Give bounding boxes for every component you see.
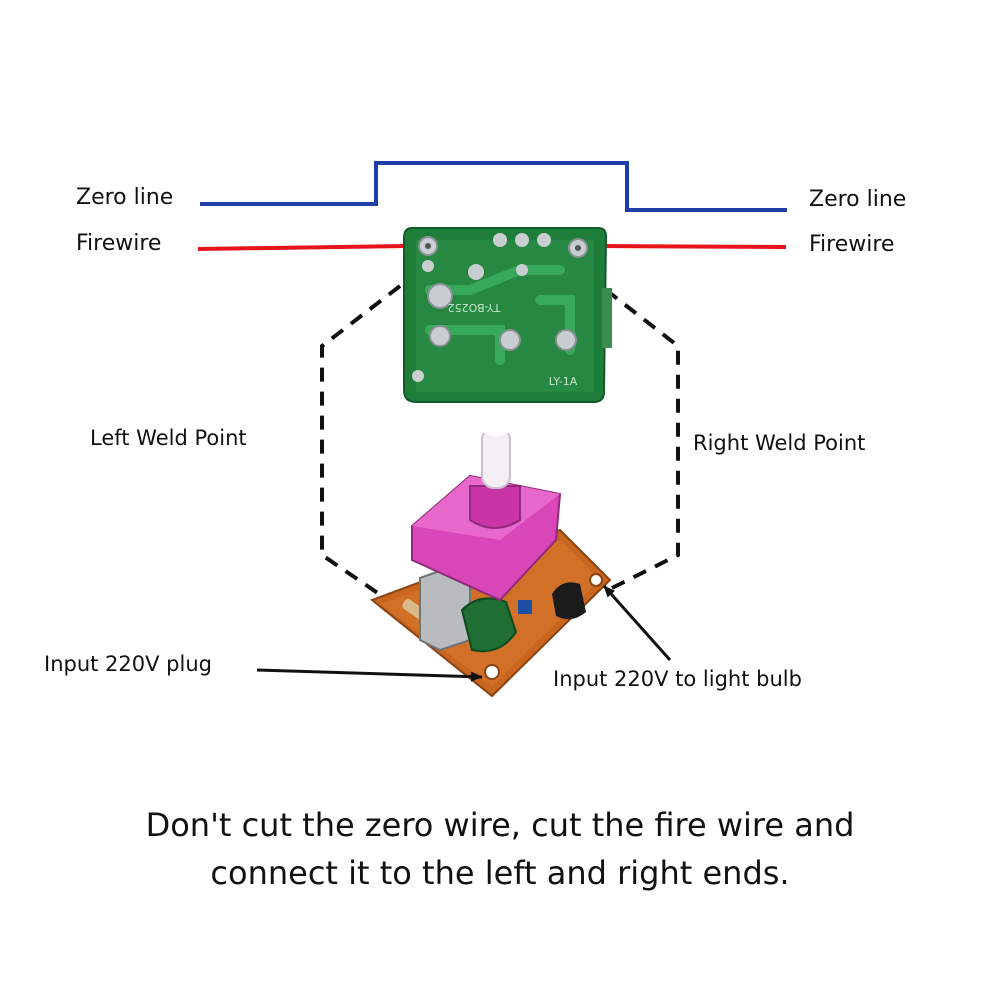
potentiometer-shaft <box>469 485 521 529</box>
zero-line-right-label: Zero line <box>809 187 907 212</box>
right-solder-hole <box>589 573 603 587</box>
transistor <box>552 582 586 620</box>
firewire-right-label: Firewire <box>809 232 895 257</box>
weld-connection-outline-right <box>603 288 680 594</box>
right-weld-point-label: Right Weld Point <box>693 431 866 455</box>
fire-wire-left <box>197 244 409 251</box>
green-pcb-board: TY-BO252 LY-1A <box>403 227 608 403</box>
left-solder-hole <box>484 664 500 680</box>
blue-capacitor <box>518 600 532 614</box>
fire-wire-right <box>599 244 787 249</box>
pcb-side-component <box>602 288 612 348</box>
input-plug-arrow <box>256 668 483 682</box>
input-plug-label: Input 220V plug <box>44 652 212 676</box>
potentiometer-knob <box>481 427 511 489</box>
pcb-model-marking: TY-BO252 <box>448 301 502 314</box>
dimmer-module <box>369 424 612 698</box>
pcb-code-marking: LY-1A <box>549 375 578 388</box>
left-weld-point-label: Left Weld Point <box>90 426 247 450</box>
zero-wire <box>200 161 787 212</box>
light-bulb-output-label: Input 220V to light bulb <box>553 667 802 691</box>
weld-connection-outline-left <box>320 284 402 600</box>
light-bulb-arrow <box>602 585 672 661</box>
instruction-caption-line-2: connect it to the left and right ends. <box>210 854 790 892</box>
green-capacitor <box>460 597 518 653</box>
zero-line-left-label: Zero line <box>76 185 174 210</box>
firewire-left-label: Firewire <box>76 231 162 256</box>
instruction-caption-line-1: Don't cut the zero wire, cut the fire wi… <box>145 806 855 844</box>
